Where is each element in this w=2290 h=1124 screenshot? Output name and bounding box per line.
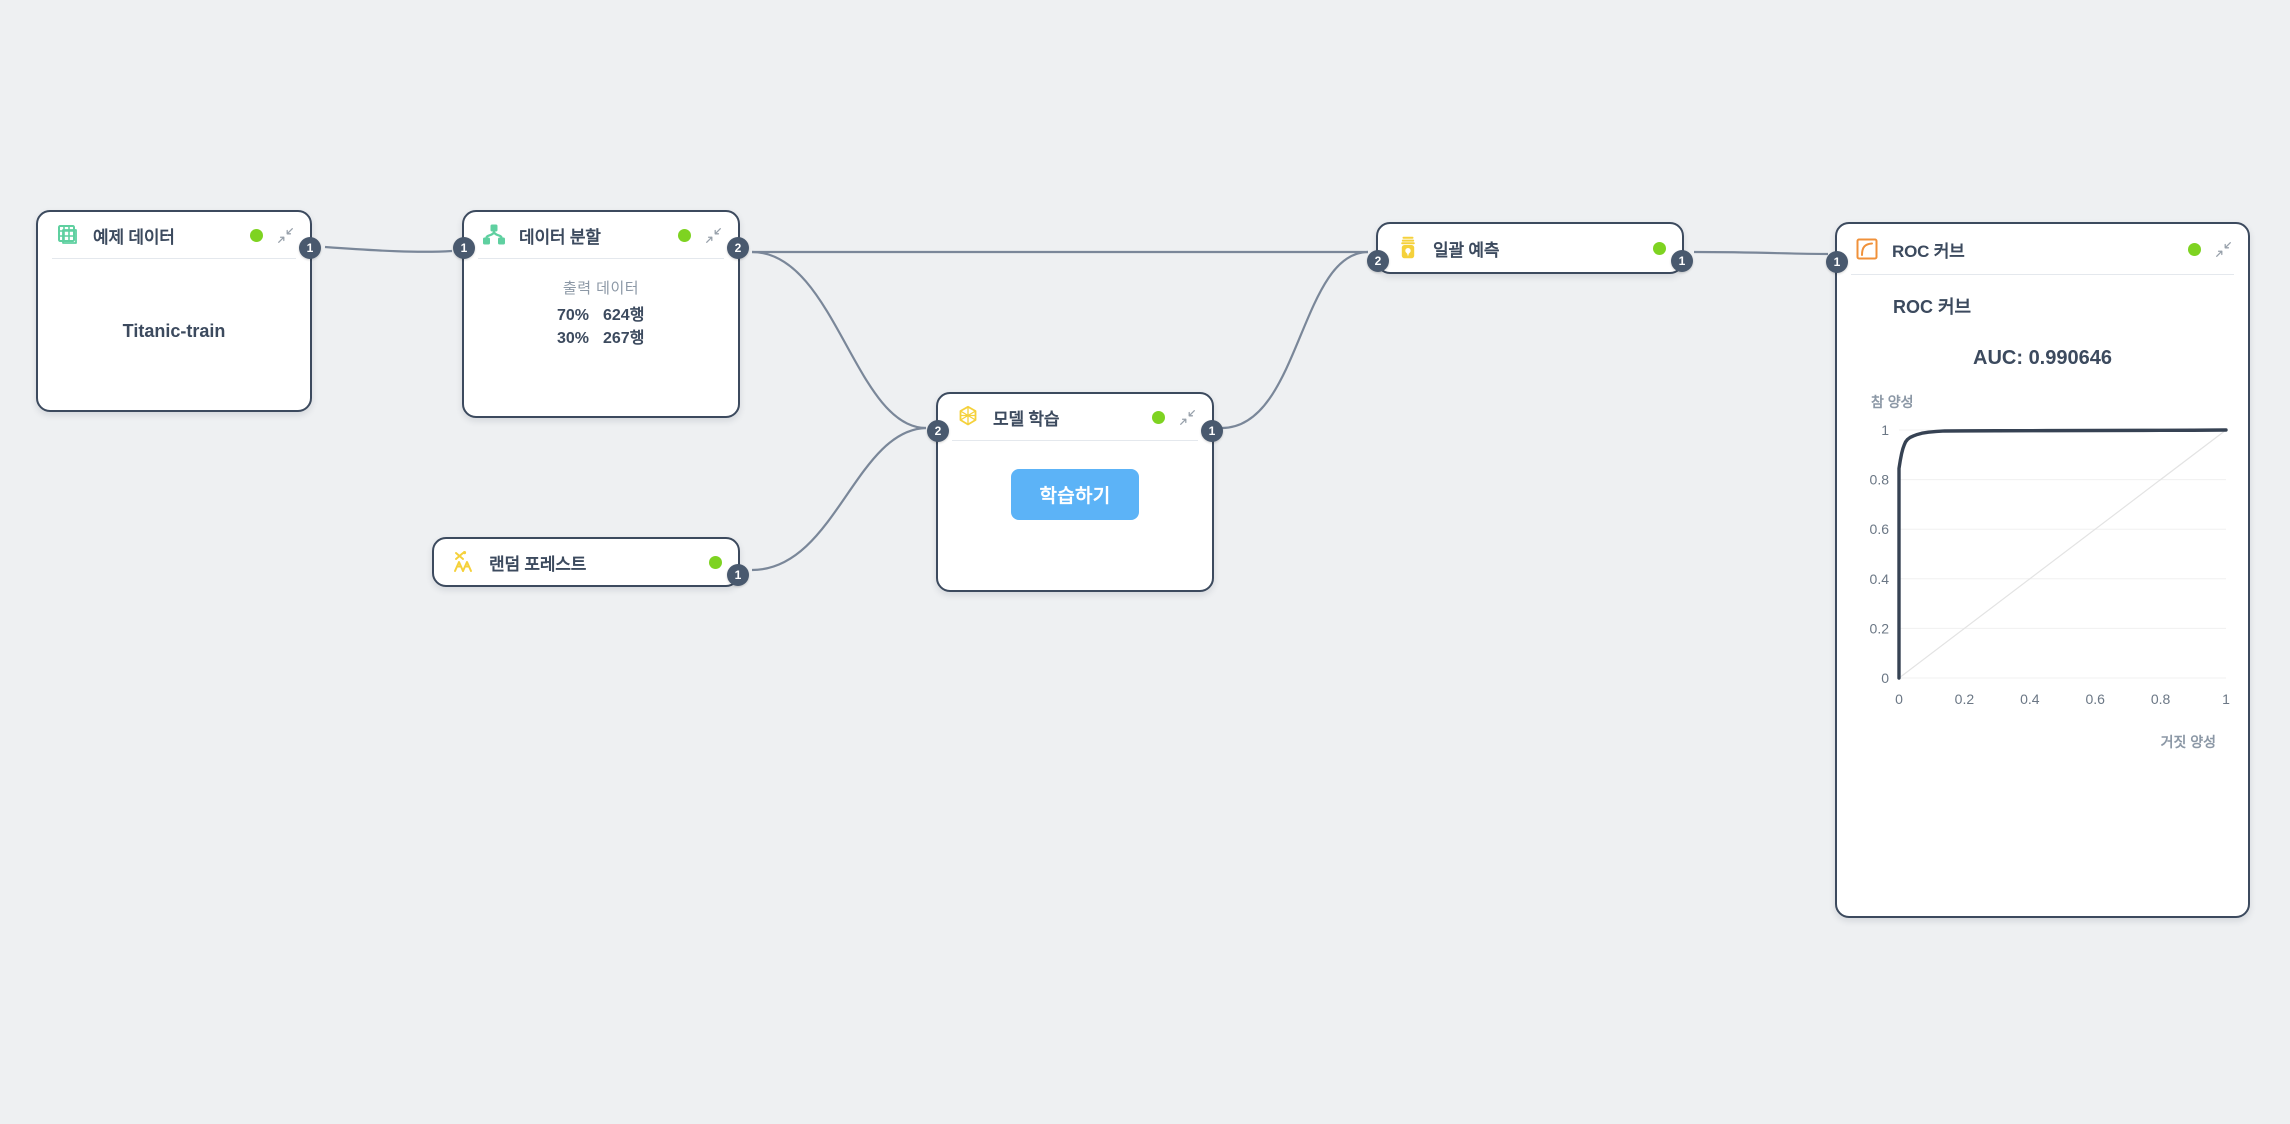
split-tree-icon bbox=[481, 222, 507, 248]
y-tick-label: 0.6 bbox=[1870, 521, 1890, 537]
batch-predict-icon bbox=[1395, 235, 1421, 261]
random-forest-icon bbox=[451, 549, 477, 575]
node-body: 출력 데이터 70% 624행 30% 267행 bbox=[464, 259, 738, 364]
node-random-forest[interactable]: 랜덤 포레스트 1 bbox=[432, 537, 749, 587]
port-out-1[interactable]: 1 bbox=[727, 564, 749, 586]
collapse-icon[interactable] bbox=[705, 227, 722, 244]
node-title: 예제 데이터 bbox=[93, 227, 175, 247]
node-header[interactable]: 모델 학습 bbox=[938, 394, 1212, 440]
divider bbox=[952, 440, 1198, 441]
split-percent: 70% bbox=[556, 307, 589, 324]
port-out-2[interactable]: 2 bbox=[727, 237, 749, 259]
x-tick-label: 0 bbox=[1895, 691, 1903, 707]
split-row-count: 267행 bbox=[603, 329, 645, 347]
divider bbox=[1851, 274, 2234, 275]
port-out-1[interactable]: 1 bbox=[1671, 250, 1693, 272]
status-dot bbox=[1152, 410, 1165, 424]
output-data-caption: 출력 데이터 bbox=[562, 280, 640, 297]
train-button[interactable]: 학습하기 bbox=[1011, 469, 1139, 520]
x-tick-label: 1 bbox=[2222, 691, 2230, 707]
roc-curve-icon bbox=[1854, 236, 1880, 262]
port-in-1[interactable]: 1 bbox=[1826, 251, 1848, 273]
status-dot bbox=[250, 228, 263, 242]
node-title: 랜덤 포레스트 bbox=[489, 554, 587, 574]
chart-title: ROC 커브 bbox=[1893, 297, 1972, 317]
chance-diagonal bbox=[1898, 429, 2227, 679]
edge-forest-to-train bbox=[751, 426, 927, 572]
collapse-icon[interactable] bbox=[1179, 409, 1196, 426]
y-tick-label: 0.8 bbox=[1870, 472, 1890, 488]
port-out-1[interactable]: 1 bbox=[299, 237, 321, 259]
split-row: 70% 624행 bbox=[478, 305, 724, 328]
divider bbox=[52, 258, 296, 259]
x-tick-label: 0.2 bbox=[1955, 691, 1975, 707]
chart-xlabel: 거짓 양성 bbox=[2160, 734, 2216, 750]
x-tick-label: 0.8 bbox=[2151, 691, 2171, 707]
node-title: 데이터 분할 bbox=[519, 227, 601, 247]
auc-value: AUC: 0.990646 bbox=[1973, 347, 2112, 369]
node-data-split[interactable]: 데이터 분할 출력 데이터 70% 624행 30% 267행 1 2 bbox=[453, 210, 749, 418]
node-model-training[interactable]: 모델 학습 학습하기 2 1 bbox=[927, 392, 1223, 592]
port-in-2[interactable]: 2 bbox=[1367, 250, 1389, 272]
y-tick-label: 0 bbox=[1881, 670, 1889, 686]
x-tick-label: 0.6 bbox=[2085, 691, 2105, 707]
model-polyhedron-icon bbox=[955, 404, 981, 430]
edge-train-to-predict bbox=[1221, 250, 1369, 430]
node-header[interactable]: 데이터 분할 bbox=[464, 212, 738, 258]
node-header[interactable]: 일괄 예측 bbox=[1378, 224, 1682, 272]
node-roc-curve[interactable]: ROC 커브 ROC 커브 AUC: 0.990646 참 양성 0 0.2 0.4… bbox=[1826, 222, 2250, 918]
status-dot bbox=[1653, 241, 1666, 255]
node-header[interactable]: 랜덤 포레스트 bbox=[434, 539, 738, 585]
node-batch-predict[interactable]: 일괄 예측 2 1 bbox=[1367, 222, 1693, 274]
y-tick-label: 1 bbox=[1881, 422, 1889, 438]
dataset-name: Titanic-train bbox=[122, 320, 226, 341]
port-in-1[interactable]: 1 bbox=[453, 237, 475, 259]
edge-example-to-split bbox=[324, 245, 453, 253]
table-grid-icon bbox=[55, 222, 81, 248]
roc-curve-line bbox=[1897, 428, 2228, 680]
port-in-2[interactable]: 2 bbox=[927, 420, 949, 442]
split-row-count: 624행 bbox=[603, 307, 645, 324]
node-example-data[interactable]: 예제 데이터 Titanic-train 1 bbox=[36, 210, 321, 412]
node-header[interactable]: 예제 데이터 bbox=[38, 212, 310, 258]
split-percent: 30% bbox=[556, 329, 589, 347]
divider bbox=[478, 258, 724, 259]
status-dot bbox=[709, 555, 722, 569]
y-tick-label: 0.4 bbox=[1870, 571, 1890, 587]
status-dot bbox=[2188, 242, 2201, 256]
x-tick-label: 0.4 bbox=[2020, 691, 2040, 707]
chart-ylabel: 참 양성 bbox=[1871, 394, 1914, 410]
node-header[interactable]: ROC 커브 bbox=[1837, 224, 2248, 274]
edge-split-to-train bbox=[751, 250, 927, 430]
status-dot bbox=[678, 228, 691, 242]
node-body: 학습하기 bbox=[938, 441, 1212, 534]
node-body: Titanic-train bbox=[38, 259, 310, 407]
collapse-icon[interactable] bbox=[2215, 241, 2232, 258]
node-title: ROC 커브 bbox=[1892, 241, 1965, 261]
node-title: 일괄 예측 bbox=[1433, 240, 1500, 260]
collapse-icon[interactable] bbox=[277, 227, 294, 244]
node-body: ROC 커브 AUC: 0.990646 참 양성 0 0.2 0.4 0.6 0.8 1… bbox=[1837, 293, 2248, 762]
port-out-1[interactable]: 1 bbox=[1201, 420, 1223, 442]
split-row: 30% 267행 bbox=[478, 328, 724, 351]
y-tick-label: 0.2 bbox=[1870, 620, 1890, 636]
node-title: 모델 학습 bbox=[993, 409, 1060, 429]
roc-chart: 0 0.2 0.4 0.6 0.8 1 0 0.2 0.4 0.6 0.8 1 bbox=[1870, 422, 2231, 707]
edge-predict-to-roc bbox=[1693, 250, 1829, 256]
